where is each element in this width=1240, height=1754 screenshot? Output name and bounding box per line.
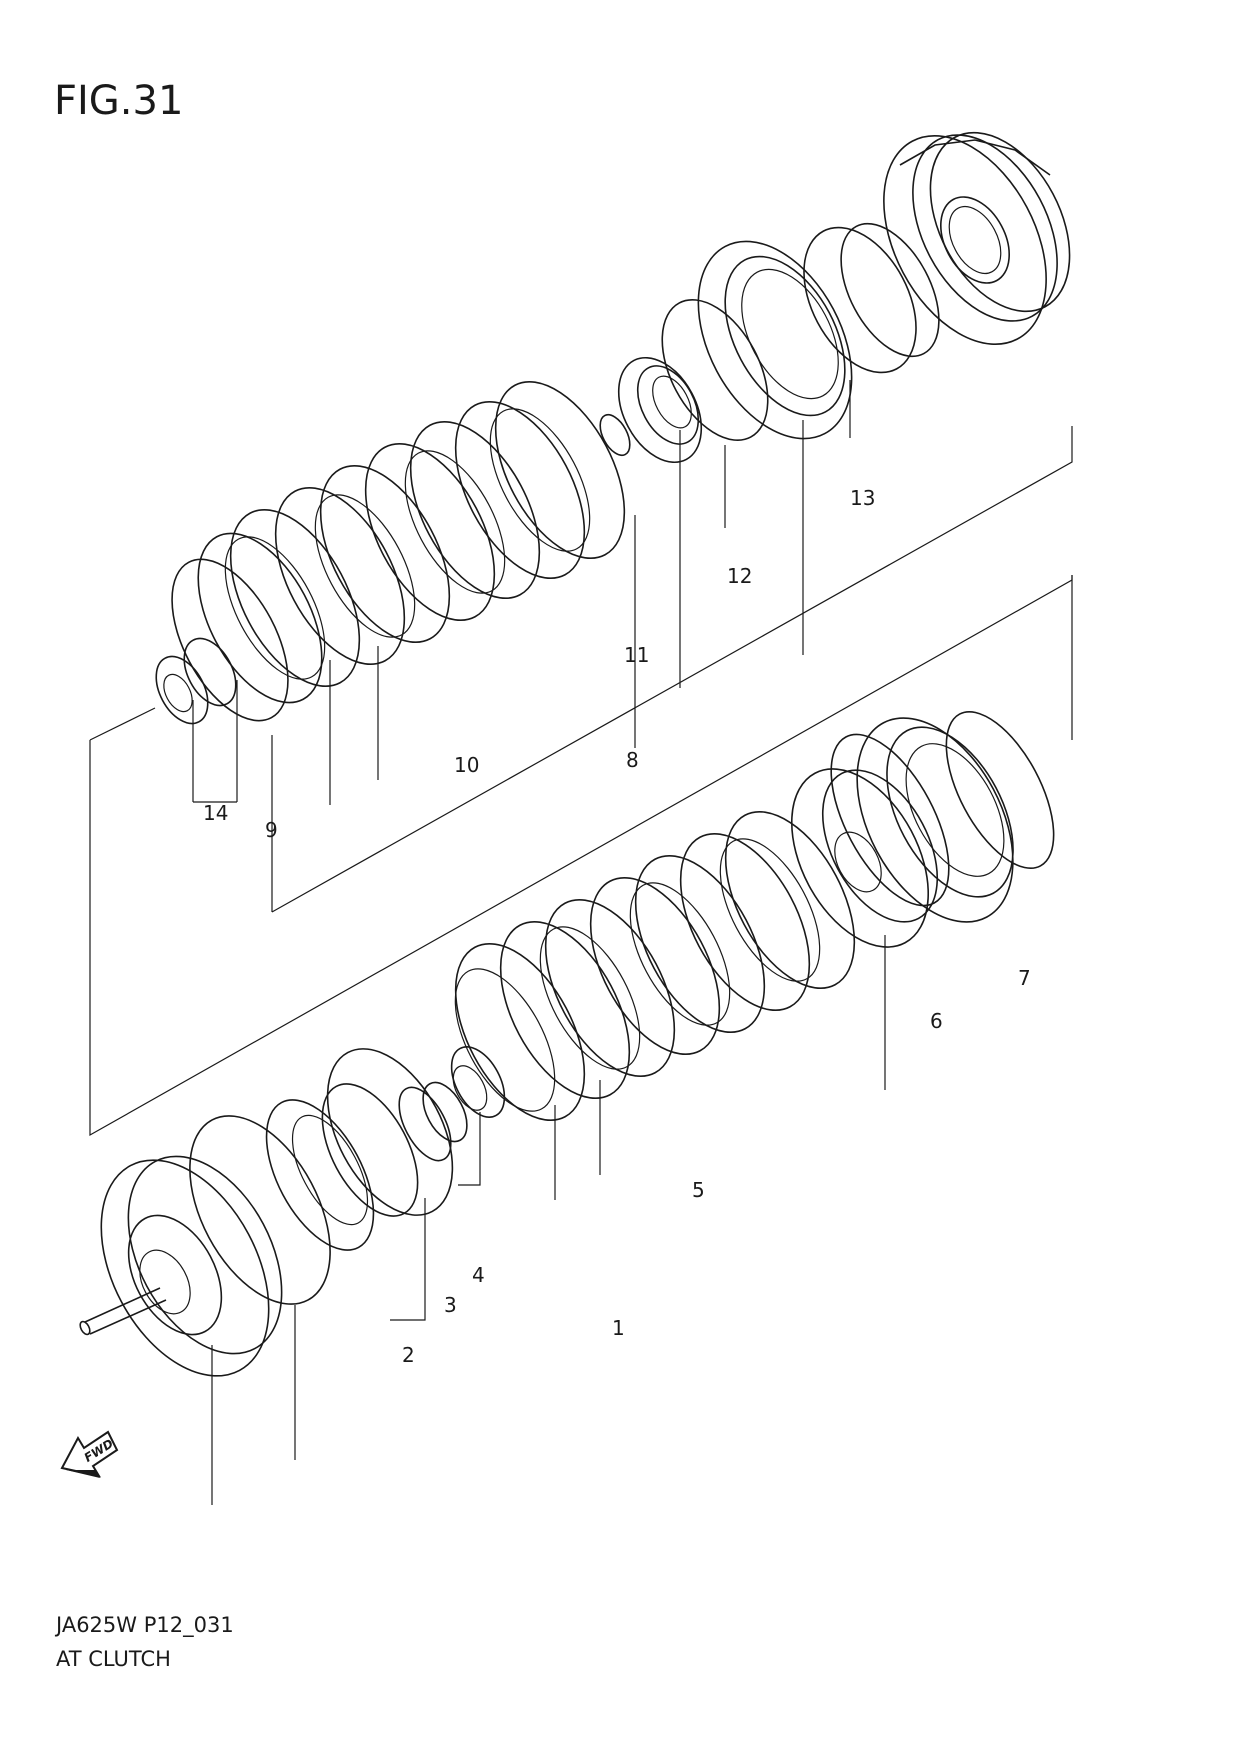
- spring-retainer: [265, 1099, 375, 1251]
- hub-6: [856, 717, 1014, 923]
- thrust-bearing-14: [155, 637, 237, 725]
- snap-ring-13b: [803, 226, 917, 374]
- clutch-drum-upper: [883, 131, 1071, 346]
- bearing-assembly-11: [617, 356, 703, 464]
- callout-11: 11: [624, 643, 649, 667]
- callout-10: 10: [454, 753, 479, 777]
- callout-1: 1: [612, 1316, 625, 1340]
- leader-lines: [89, 380, 1073, 1505]
- callout-12: 12: [727, 564, 752, 588]
- fwd-arrow: FWD: [60, 1430, 119, 1478]
- piston-upper: [697, 240, 853, 440]
- figure-code: JA625W P12_031: [56, 1613, 234, 1637]
- snap-ring-12: [661, 298, 769, 442]
- clutch-plates-5: [454, 810, 856, 1122]
- snap-ring-9: [171, 558, 289, 722]
- snap-ring-7: [945, 710, 1055, 870]
- bearing-4: [450, 1046, 506, 1118]
- small-ring-upper: [599, 413, 631, 457]
- callout-7: 7: [1018, 966, 1031, 990]
- callout-13: 13: [850, 486, 875, 510]
- lower-assembly: [79, 710, 1055, 1377]
- callout-5: 5: [692, 1178, 705, 1202]
- piston-lower: [189, 1115, 331, 1305]
- splined-hub: [790, 768, 939, 948]
- figure-title: FIG.31: [54, 78, 184, 124]
- upper-assembly: [155, 131, 1071, 725]
- figure-name: AT CLUTCH: [56, 1647, 171, 1671]
- clutch-plates-upper: [197, 380, 626, 704]
- callout-6: 6: [930, 1009, 943, 1033]
- callout-9: 9: [265, 818, 278, 842]
- callout-2: 2: [402, 1343, 415, 1367]
- callout-numbers: 1 2 3 4 5 6 7 8 9 10 11 12 13 14: [203, 486, 1031, 1367]
- snap-ring-6b: [830, 733, 950, 907]
- clutch-drum-lower: [79, 1155, 283, 1377]
- callout-14: 14: [203, 801, 228, 825]
- callout-8: 8: [626, 748, 639, 772]
- ring-3: [422, 1081, 468, 1143]
- callout-4: 4: [472, 1263, 485, 1287]
- snap-ring-13a: [840, 222, 940, 358]
- snap-ring-2b: [321, 1083, 419, 1217]
- snap-ring-2a: [326, 1048, 454, 1216]
- ring-3b: [398, 1086, 452, 1162]
- callout-3: 3: [444, 1293, 457, 1317]
